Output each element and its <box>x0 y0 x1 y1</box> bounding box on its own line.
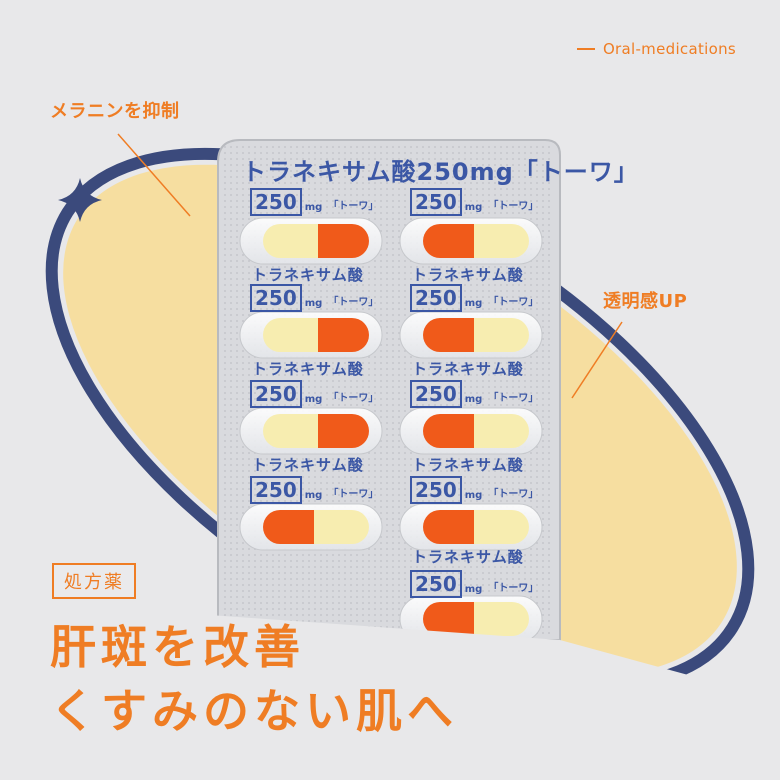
sparkle-icon <box>58 178 102 222</box>
capsule-row-3 <box>239 407 543 455</box>
headline: 肝斑を改善 くすみのない肌へ <box>50 615 458 743</box>
callout-line-melanin <box>117 133 191 217</box>
capsule-row-5 <box>399 595 543 643</box>
drug-name-label: トラネキサム酸 <box>412 266 524 284</box>
capsule-row-4 <box>239 503 543 551</box>
callout-line-clarity <box>571 321 623 399</box>
prescription-badge: 処方薬 <box>52 563 136 599</box>
headline-line-1: 肝斑を改善 <box>50 620 305 674</box>
callout-melanin: メラニンを抑制 <box>50 101 180 122</box>
drug-name-label: トラネキサム酸 <box>412 548 524 566</box>
drug-name-label: トラネキサム酸 <box>252 456 364 474</box>
category-tag: Oral-medications <box>576 40 736 58</box>
drug-name-label: トラネキサム酸 <box>412 456 524 474</box>
headline-line-2: くすみのない肌へ <box>50 684 458 738</box>
bottom-cover <box>0 600 780 780</box>
drug-name-label: トラネキサム酸 <box>252 266 364 284</box>
capsule-row-2 <box>239 311 543 359</box>
capsule-row-1 <box>239 217 543 265</box>
drug-name-label: トラネキサム酸 <box>252 360 364 378</box>
drug-name-label: トラネキサム酸 <box>412 360 524 378</box>
callout-clarity: 透明感UP <box>603 291 688 312</box>
category-label: Oral-medications <box>602 40 736 58</box>
dash-icon <box>576 48 595 50</box>
package-title: トラネキサム酸250mg「トーワ」 <box>242 158 639 186</box>
